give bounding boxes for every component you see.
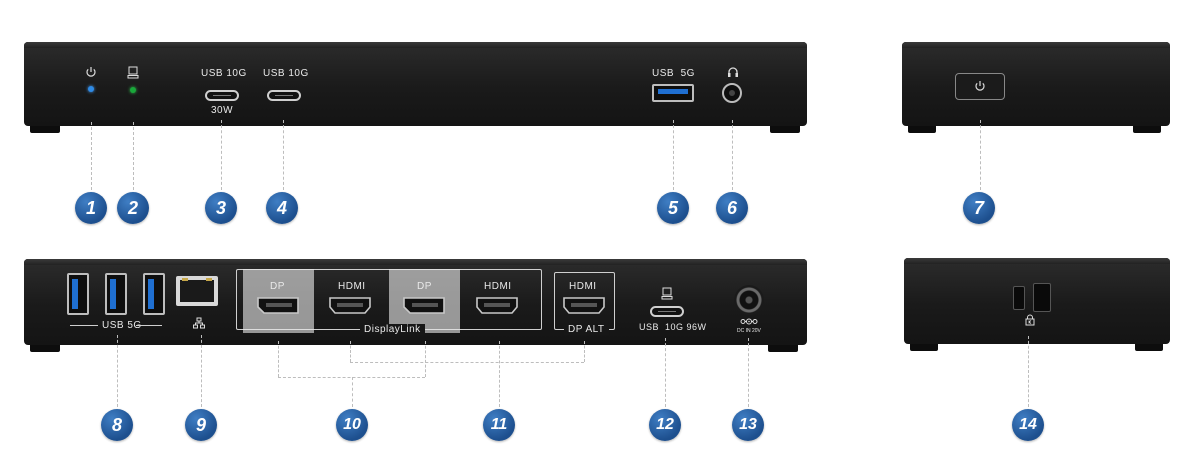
leader-line-11-b xyxy=(584,341,585,362)
leader-line-1 xyxy=(91,122,92,190)
rear-dock-foot-right xyxy=(768,345,798,352)
leader-line-8 xyxy=(117,335,118,407)
usb-a-rear-tongue-1 xyxy=(72,279,78,309)
callout-3: 3 xyxy=(205,192,237,224)
dp2-label: DP xyxy=(417,281,432,292)
leader-line-7 xyxy=(980,120,981,190)
usb-a-rear-port-2[interactable] xyxy=(105,273,127,315)
dp2-port[interactable] xyxy=(403,297,445,314)
usb-c-port1-power-label: 30W xyxy=(211,105,234,116)
usb-a-rear-tongue-3 xyxy=(148,279,154,309)
leader-line-12 xyxy=(665,338,666,407)
leader-line-10-right xyxy=(425,341,426,377)
callout-8: 8 xyxy=(101,409,133,441)
lock-icon xyxy=(1025,314,1035,326)
side-dock-rear-foot-right xyxy=(1135,344,1163,351)
computer-icon-rear xyxy=(661,287,673,300)
dp1-label: DP xyxy=(270,281,285,292)
usb-a-front-port[interactable] xyxy=(652,84,694,102)
dc-in-jack[interactable] xyxy=(734,285,764,315)
usb-a-front-tongue xyxy=(658,89,688,94)
usb-c-port2-label: USB 10G xyxy=(263,68,309,79)
usb-c-port1-label: USB 10G xyxy=(201,68,247,79)
audio-jack[interactable] xyxy=(722,83,742,103)
rear-dock-bevel xyxy=(24,259,807,265)
usb-a-group-line-left xyxy=(70,325,98,326)
network-icon xyxy=(193,317,205,329)
front-dock-bevel xyxy=(24,42,807,48)
dc-polarity-icon xyxy=(740,318,758,325)
side-dock-front-foot-right xyxy=(1133,126,1161,133)
callout-13: 13 xyxy=(732,409,764,441)
leader-line-11-drop xyxy=(499,341,500,407)
hdmi1-label: HDMI xyxy=(338,281,366,292)
security-lock-slot-large[interactable] xyxy=(1033,283,1051,312)
usb-a-group-line-right xyxy=(136,325,162,326)
usb-c-host-label: USB 10G 96W xyxy=(639,322,707,332)
callout-6: 6 xyxy=(716,192,748,224)
usb-a-group-label: USB 5G xyxy=(102,320,142,331)
headset-icon xyxy=(728,67,738,77)
rear-dock-foot-left xyxy=(30,345,60,352)
callout-1: 1 xyxy=(75,192,107,224)
leader-line-11-bracket xyxy=(350,362,584,363)
hdmi3-port[interactable] xyxy=(563,297,605,314)
usb-a-front-label: USB 5G xyxy=(652,68,695,79)
side-dock-front xyxy=(902,42,1170,126)
power-led xyxy=(88,86,94,92)
side-dock-rear-foot-left xyxy=(910,344,938,351)
host-led xyxy=(130,87,136,93)
callout-7: 7 xyxy=(963,192,995,224)
ethernet-port-opening xyxy=(180,280,214,302)
callout-10: 10 xyxy=(336,409,368,441)
leader-line-2 xyxy=(133,122,134,190)
callout-4: 4 xyxy=(266,192,298,224)
power-icon xyxy=(86,67,96,77)
displaylink-label: DisplayLink xyxy=(360,324,425,335)
leader-line-11-a xyxy=(350,341,351,362)
power-button[interactable] xyxy=(955,73,1005,100)
dp1-port[interactable] xyxy=(257,297,299,314)
ethernet-port[interactable] xyxy=(176,276,218,306)
hdmi3-label: HDMI xyxy=(569,281,597,292)
ethernet-port-led-2 xyxy=(206,278,212,281)
leader-line-14 xyxy=(1028,336,1029,407)
leader-line-10-left xyxy=(278,341,279,377)
leader-line-3 xyxy=(221,120,222,190)
hdmi1-port[interactable] xyxy=(329,297,371,314)
hdmi2-port[interactable] xyxy=(476,297,518,314)
usb-a-rear-port-1[interactable] xyxy=(67,273,89,315)
audio-jack-hole xyxy=(729,90,735,96)
side-dock-front-bevel xyxy=(902,42,1170,48)
side-dock-rear-bevel xyxy=(904,258,1170,264)
security-lock-slot-small[interactable] xyxy=(1013,286,1025,310)
leader-line-4 xyxy=(283,120,284,190)
leader-line-10-drop xyxy=(352,377,353,407)
dp-alt-label: DP ALT xyxy=(564,324,609,335)
leader-line-9 xyxy=(201,335,202,407)
side-dock-front-foot-left xyxy=(908,126,936,133)
dc-in-label: DC IN 20V xyxy=(737,328,761,334)
callout-11: 11 xyxy=(483,409,515,441)
front-dock-foot-left xyxy=(30,126,60,133)
callout-5: 5 xyxy=(657,192,689,224)
leader-line-6 xyxy=(732,120,733,190)
ethernet-port-led-1 xyxy=(182,278,188,281)
leader-line-5 xyxy=(673,120,674,190)
callout-2: 2 xyxy=(117,192,149,224)
power-button-icon xyxy=(975,81,985,91)
callout-12: 12 xyxy=(649,409,681,441)
usb-a-rear-tongue-2 xyxy=(110,279,116,309)
computer-icon xyxy=(127,66,139,79)
leader-line-10-bracket xyxy=(278,377,425,378)
usb-c-port2[interactable] xyxy=(267,90,301,101)
callout-14: 14 xyxy=(1012,409,1044,441)
leader-line-13 xyxy=(748,338,749,407)
hdmi2-label: HDMI xyxy=(484,281,512,292)
front-dock-foot-right xyxy=(770,126,800,133)
callout-9: 9 xyxy=(185,409,217,441)
usb-a-rear-port-3[interactable] xyxy=(143,273,165,315)
usb-c-host-port[interactable] xyxy=(650,306,684,317)
usb-c-port1[interactable] xyxy=(205,90,239,101)
